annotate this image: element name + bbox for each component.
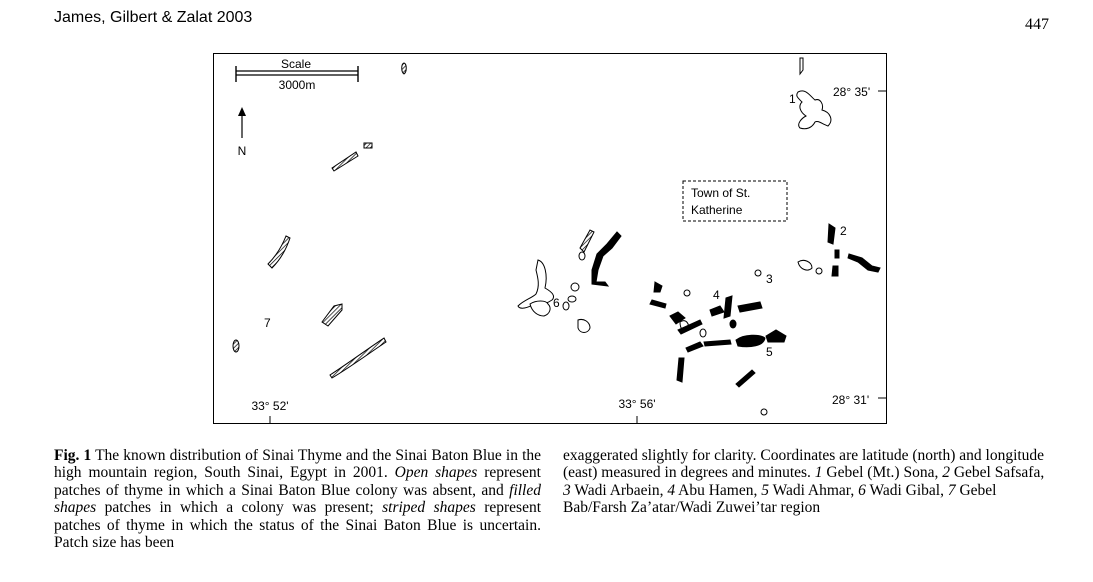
lon-left-label: 33° 52' [251,399,288,413]
lat-top-label: 28° 35' [833,85,870,99]
site-label-2: 2 [840,224,847,238]
site-name-6: Wadi Gibal, [865,481,948,499]
running-header-authors: James, Gilbert & Zalat 2003 [54,9,253,26]
figure-caption-left: Fig. 1 The known distribution of Sinai T… [54,447,541,551]
coordinate-ticks [269,90,887,424]
site-label-7: 7 [264,316,271,330]
town-box: Town of St. Katherine [682,180,788,222]
caption-text-4-continued: exaggerated slightly for clarity. Coordi… [563,447,1045,482]
site-label-4: 4 [713,288,720,302]
north-arrow-icon: N [238,107,247,158]
site-label-6: 6 [553,296,560,310]
striped-patches [232,62,595,379]
site-name-7: Gebel Bab/Farsh Za’atar/Wadi Zuwei’tar r… [563,481,997,517]
caption-open-shapes: Open shapes [394,464,478,482]
site-name-3: Wadi Arbaein, [570,481,668,499]
site-number-4: 4 [667,481,676,499]
site-name-5: Wadi Ahmar, [768,481,859,499]
site-name-2: Gebel Safsafa, [949,464,1045,482]
caption-text-4: represent patches of thyme in which the … [54,499,542,552]
site-name-4: Abu Hamen, [675,481,762,499]
caption-filled-shapes: filled shapes [54,481,541,517]
map-frame [213,53,887,424]
site-label-1: 1 [789,92,796,106]
north-label: N [238,144,247,158]
scale-value: 3000m [279,78,316,92]
lat-bottom-label: 28° 31' [832,393,869,407]
caption-striped-shapes: striped shapes [382,499,476,517]
site-name-1: Gebel (Mt.) Sona, [822,464,943,482]
caption-text-2: represent patches of thyme in which a Si… [54,464,541,499]
town-label-line2: Katherine [691,203,743,217]
lon-mid-label: 33° 56' [618,397,655,411]
site-number-2: 2 [942,464,950,482]
scale-label: Scale [281,57,311,71]
figure-caption-right: exaggerated slightly for clarity. Coordi… [563,447,1051,517]
caption-fig-label: Fig. 1 [54,447,92,464]
site-label-5: 5 [766,345,773,359]
site-number-1: 1 [814,464,823,482]
filled-patches [591,223,881,388]
site-number-7: 7 [947,481,956,499]
caption-text-3: patches in which a colony was present; [96,499,383,517]
site-number-5: 5 [761,481,769,499]
site-number-6: 6 [858,481,866,499]
scale-bar: Scale 3000m [235,57,359,92]
open-patches [517,57,832,416]
caption-text-1: The known distribution of Sinai Thyme an… [54,447,541,482]
site-label-3: 3 [766,272,773,286]
page-number: 447 [1025,16,1049,33]
site-number-3: 3 [563,481,571,499]
town-label-line1: Town of St. [691,186,750,200]
